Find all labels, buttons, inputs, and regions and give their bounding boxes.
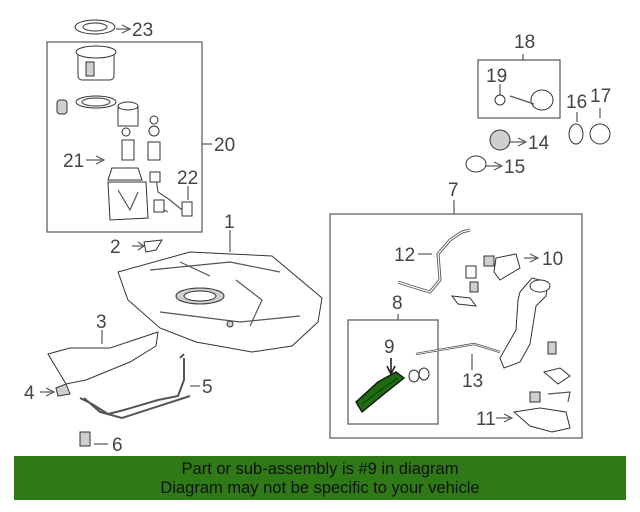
hose-group-box xyxy=(347,319,439,425)
callout-2[interactable]: 2 xyxy=(110,237,121,258)
callout-18[interactable]: 18 xyxy=(514,32,535,53)
part-19-ring xyxy=(494,94,506,106)
banner-line-2: Diagram may not be specific to your vehi… xyxy=(160,479,480,497)
part-1-fuel-tank xyxy=(117,251,323,353)
part-4-clip xyxy=(55,383,71,397)
part-10-bracket xyxy=(493,253,521,281)
part-clamp-ring xyxy=(408,369,420,383)
callout-22[interactable]: 22 xyxy=(177,168,198,189)
part-17-gasket xyxy=(589,123,611,145)
callout-20[interactable]: 20 xyxy=(214,135,235,156)
callout-13[interactable]: 13 xyxy=(462,371,483,392)
parts-diagram: 20 23 21 22 2 1 xyxy=(24,19,611,455)
callout-1[interactable]: 1 xyxy=(224,212,235,233)
part-13-tube xyxy=(415,342,501,356)
banner-line-1: Part or sub-assembly is #9 in diagram xyxy=(181,460,459,478)
info-banner: Part or sub-assembly is #9 in diagram Di… xyxy=(14,456,626,500)
callout-11[interactable]: 11 xyxy=(476,409,496,430)
callout-7[interactable]: 7 xyxy=(448,180,459,201)
callout-14[interactable]: 14 xyxy=(528,133,550,154)
part-11-protector xyxy=(512,407,571,433)
callout-3[interactable]: 3 xyxy=(96,312,107,333)
part-6-bolt xyxy=(79,431,91,447)
part-fuel-pump-assembly xyxy=(56,45,193,221)
callout-12[interactable]: 12 xyxy=(394,245,415,266)
callout-17[interactable]: 17 xyxy=(590,86,611,107)
callout-5[interactable]: 5 xyxy=(202,377,213,398)
part-3-protector xyxy=(47,331,159,385)
filler-pipe-group-box xyxy=(329,213,583,439)
callout-8[interactable]: 8 xyxy=(392,293,403,314)
part-23-gasket xyxy=(74,19,116,35)
filler-cap-group-box xyxy=(477,59,561,119)
callout-23[interactable]: 23 xyxy=(132,20,153,41)
part-2-pad xyxy=(143,239,163,253)
part-16-gasket xyxy=(568,123,584,145)
part-9-filler-hose xyxy=(355,371,406,414)
callout-19[interactable]: 19 xyxy=(486,66,507,87)
callout-10[interactable]: 10 xyxy=(542,249,563,270)
callout-15[interactable]: 15 xyxy=(504,157,525,178)
part-15-seal xyxy=(465,155,487,173)
part-filler-cap xyxy=(530,89,554,111)
part-14-housing xyxy=(489,129,511,151)
callout-16[interactable]: 16 xyxy=(566,92,587,113)
part-5-tank-band xyxy=(79,353,191,420)
callout-6[interactable]: 6 xyxy=(112,435,123,455)
callout-9[interactable]: 9 xyxy=(384,337,395,358)
callout-21[interactable]: 21 xyxy=(63,151,84,172)
callout-4[interactable]: 4 xyxy=(24,383,35,404)
fuel-pump-group-box xyxy=(46,41,203,233)
